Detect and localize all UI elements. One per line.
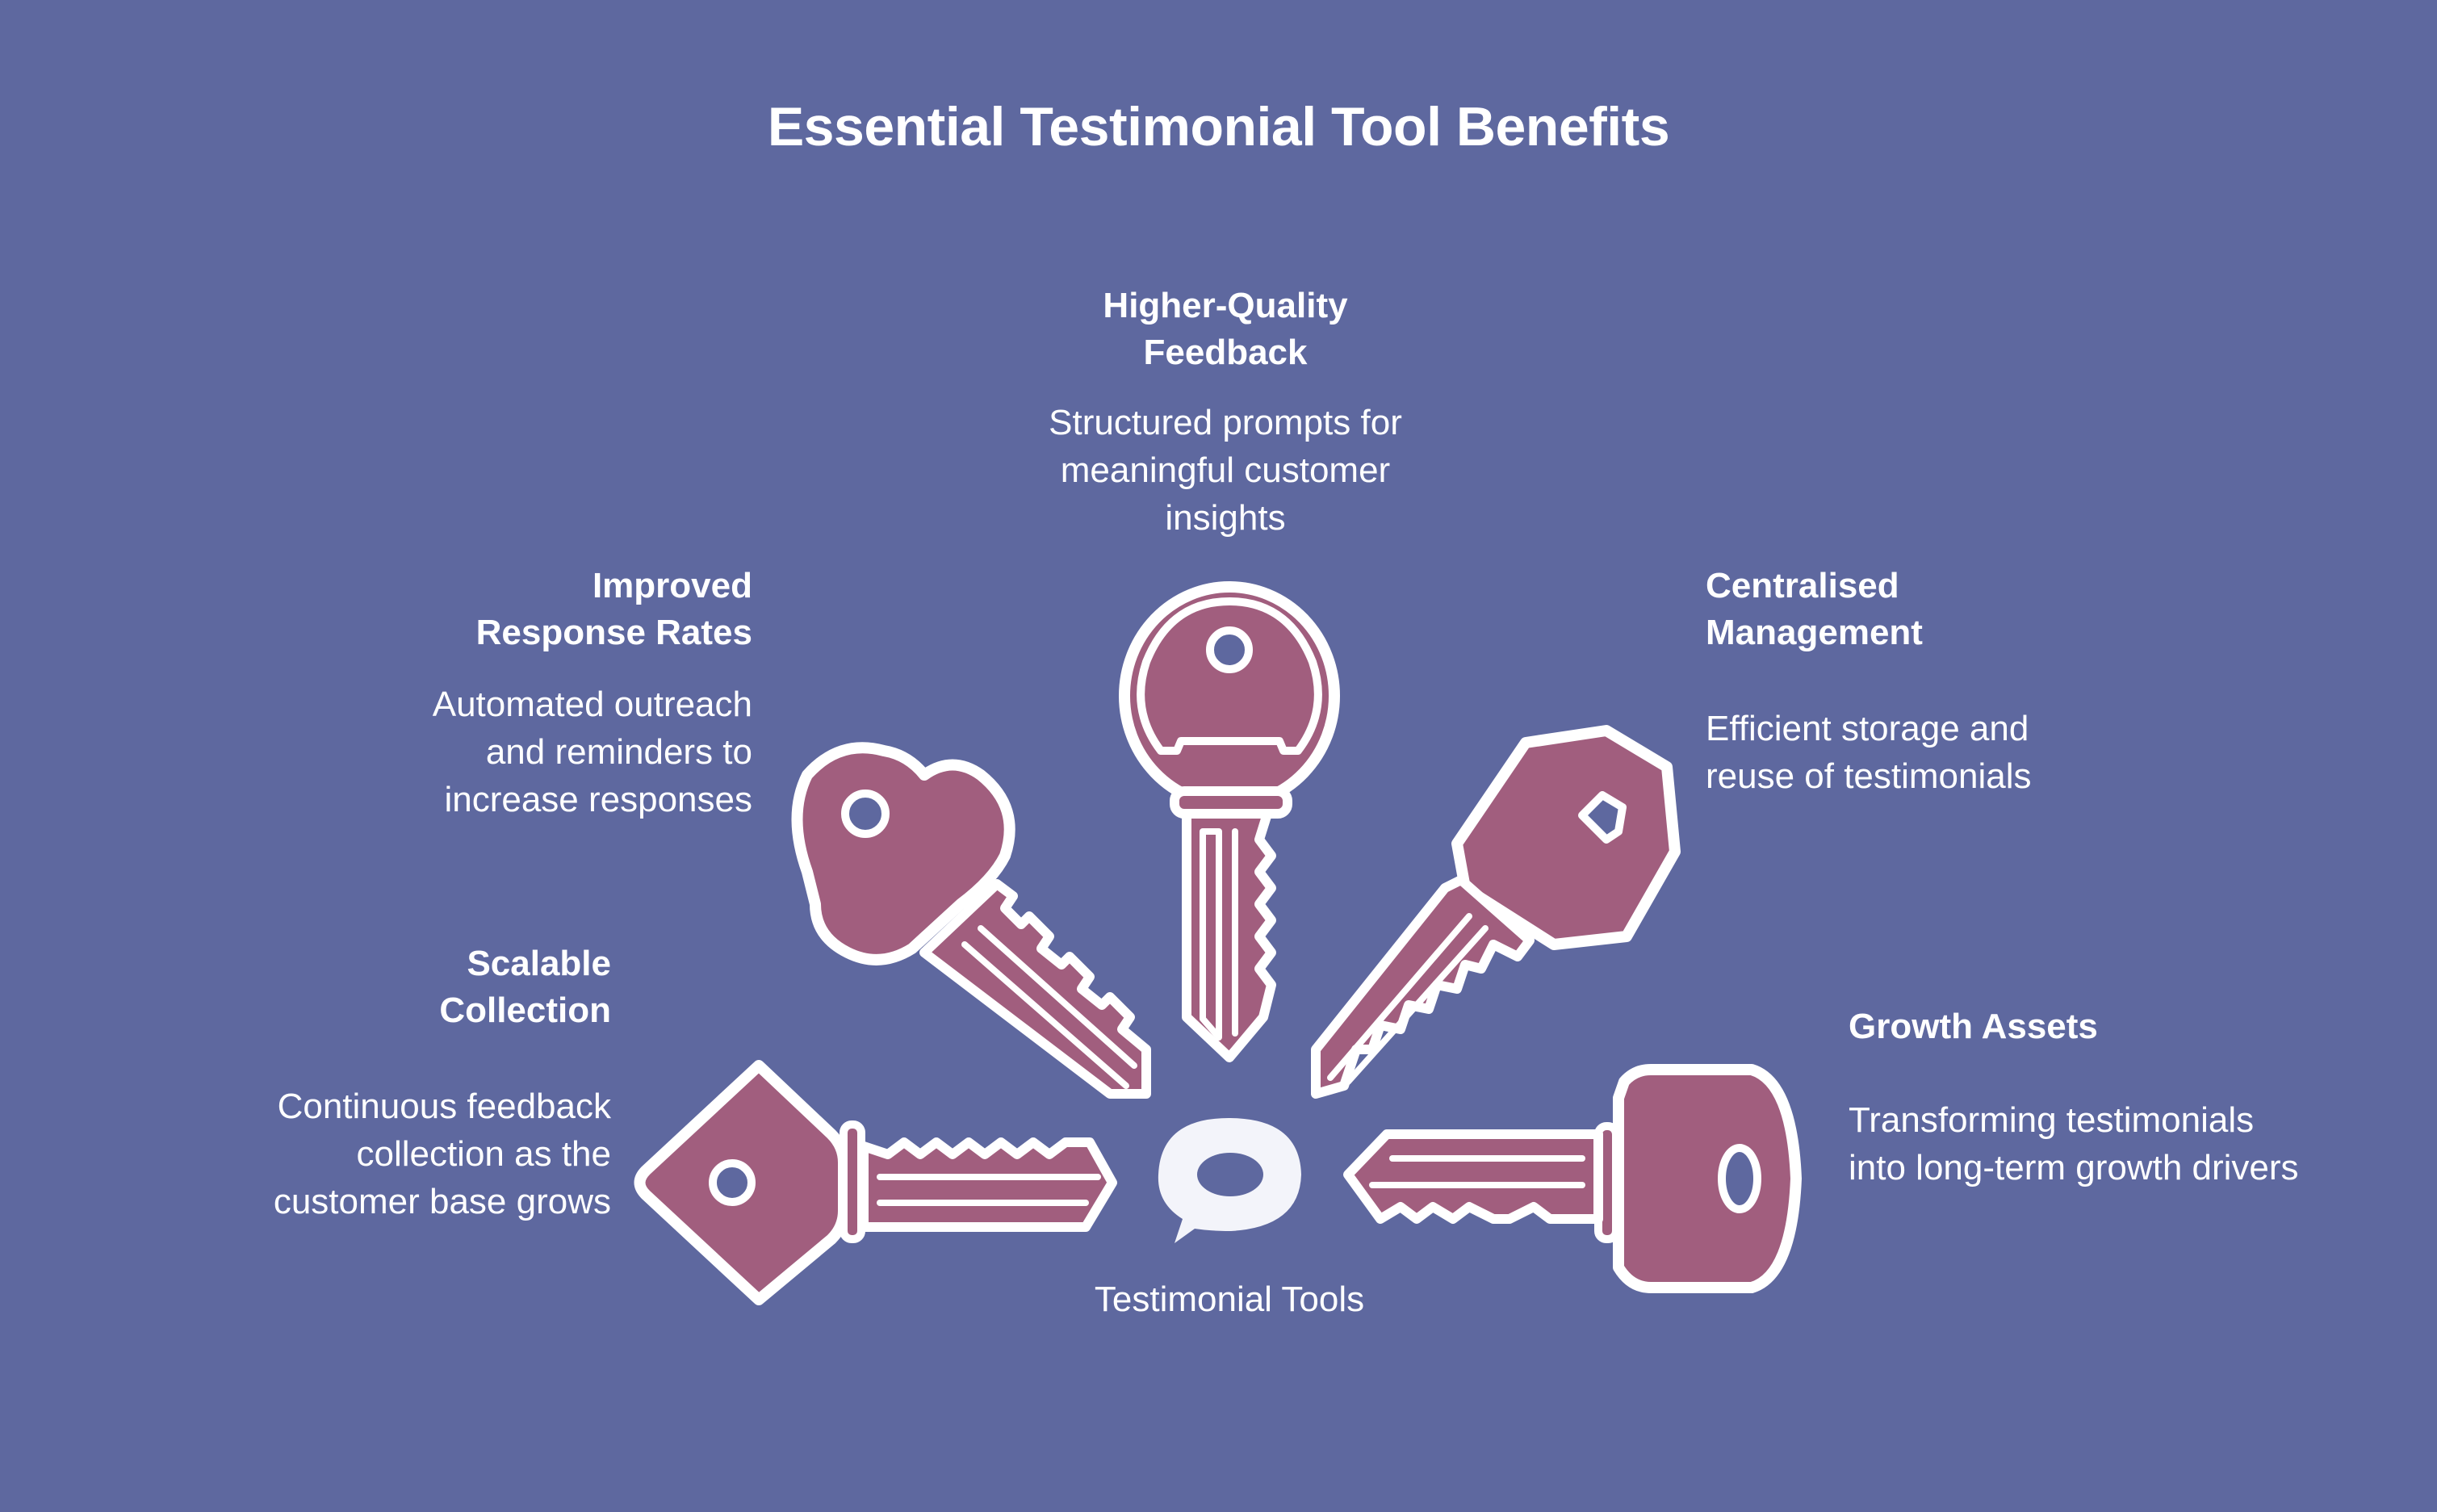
description-line: Structured prompts for: [1049, 403, 1402, 442]
description-line: Efficient storage and: [1706, 709, 2029, 748]
benefit-description: Structured prompts for meaningful custom…: [983, 399, 1468, 542]
diamond-head-key-icon: [634, 1060, 1117, 1305]
description-line: increase responses: [444, 780, 752, 819]
heading-line: Feedback: [1143, 333, 1308, 372]
hub-label: Testimonial Tools: [1094, 1280, 1365, 1319]
description-line: into long-term growth drivers: [1849, 1148, 2299, 1187]
rounded-rect-head-key-icon: [1343, 1064, 1802, 1293]
description-line: Continuous feedback: [277, 1087, 611, 1126]
benefit-heading: Higher-Quality Feedback: [983, 283, 1468, 376]
description-line: customer base grows: [273, 1182, 611, 1221]
benefit-growth-assets: Growth Assets Transforming testimonials …: [1849, 1003, 2414, 1192]
page-title: Essential Testimonial Tool Benefits: [767, 96, 1670, 157]
benefit-description: Continuous feedback collection as the cu…: [125, 1083, 611, 1225]
benefit-description: Automated outreach and reminders to incr…: [266, 681, 752, 823]
heading-line: Higher-Quality: [1103, 286, 1348, 325]
heading-line: Scalable: [467, 944, 611, 983]
description-line: and reminders to: [485, 732, 752, 772]
benefit-heading: Improved Response Rates: [266, 563, 752, 656]
description-line: meaningful customer: [1060, 450, 1391, 490]
description-line: reuse of testimonials: [1706, 756, 2032, 796]
benefit-heading: Centralised Management: [1706, 563, 2190, 656]
round-head-key-icon: [1119, 581, 1340, 1062]
heading-line: Response Rates: [475, 613, 752, 652]
heart-head-key-icon: [791, 742, 1151, 1099]
heading-line: Collection: [439, 991, 611, 1030]
heading-line: Management: [1706, 613, 1923, 652]
benefit-heading: Scalable Collection: [125, 940, 611, 1034]
speech-bubble-icon: [1158, 1118, 1301, 1243]
benefit-improved-response-rates: Improved Response Rates Automated outrea…: [266, 563, 752, 823]
benefit-scalable-collection: Scalable Collection Continuous feedback …: [125, 940, 611, 1225]
description-line: collection as the: [356, 1134, 611, 1174]
benefit-higher-quality-feedback: Higher-Quality Feedback Structured promp…: [983, 283, 1468, 542]
benefit-heading: Growth Assets: [1849, 1003, 2414, 1050]
description-line: Automated outreach: [432, 685, 752, 724]
heading-line: Centralised: [1706, 566, 1899, 605]
benefit-description: Transforming testimonials into long-term…: [1849, 1096, 2414, 1192]
heading-line: Improved: [592, 566, 752, 605]
description-line: Transforming testimonials: [1849, 1100, 2255, 1140]
benefit-centralised-management: Centralised Management Efficient storage…: [1706, 563, 2190, 800]
description-line: insights: [1165, 498, 1286, 538]
heading-line: Growth Assets: [1849, 1007, 2098, 1046]
hexagon-head-key-icon: [1311, 725, 1681, 1099]
benefit-description: Efficient storage and reuse of testimoni…: [1706, 705, 2190, 800]
